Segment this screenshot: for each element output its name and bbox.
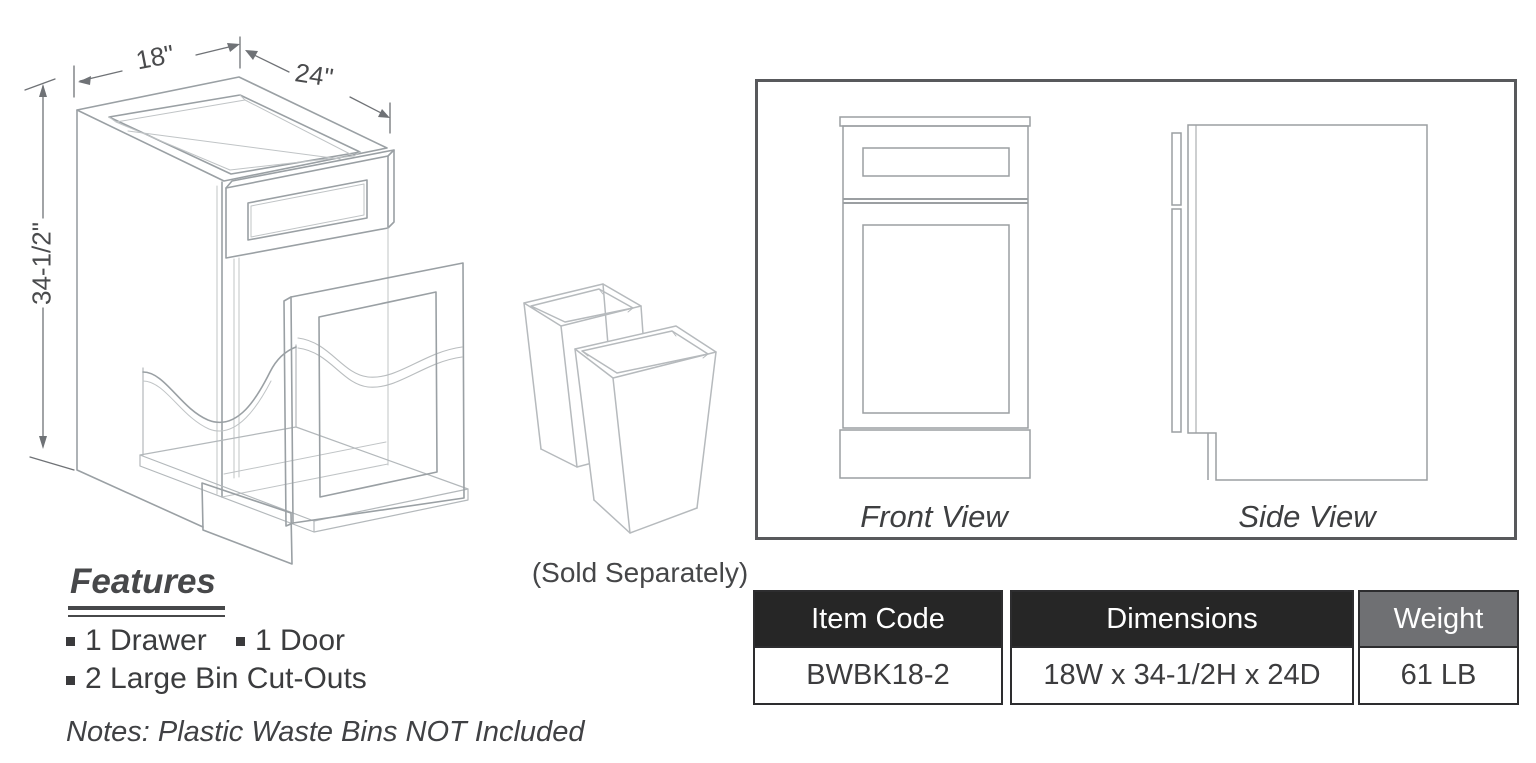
bullet-icon [66,637,75,646]
front-view-label: Front View [860,499,1008,534]
weight-header: Weight [1360,592,1517,646]
spec-box-item-code: Item Code BWBK18-2 [753,590,1003,705]
waste-bins-drawing [523,283,717,534]
bullet-icon [66,676,75,685]
isometric-cabinet-drawing [76,76,469,565]
spec-box-dimensions: Dimensions 18W x 34-1/2H x 24D [1010,590,1354,705]
feature-item-bin-cutouts: 2 Large Bin Cut-Outs [85,662,367,695]
depth-dimension-label: 24" [292,57,336,93]
notes-text: Notes: Plastic Waste Bins NOT Included [66,716,585,748]
front-view-drawing [839,116,1031,479]
features-underline [68,606,225,617]
height-dimension-label: 34-1/2" [26,222,57,305]
weight-value: 61 LB [1360,646,1517,703]
side-view-label: Side View [1238,499,1376,534]
side-view-drawing [1171,124,1428,481]
dimension-lines [24,36,391,471]
dimensions-header: Dimensions [1012,592,1352,646]
bullet-icon [236,637,245,646]
dimensions-value: 18W x 34-1/2H x 24D [1012,646,1352,703]
feature-item-door: 1 Door [255,624,346,657]
feature-item-drawer: 1 Drawer [85,624,207,657]
sold-separately-label: (Sold Separately) [531,557,749,588]
spec-box-weight: Weight 61 LB [1358,590,1519,705]
item-code-header: Item Code [755,592,1001,646]
item-code-value: BWBK18-2 [755,646,1001,703]
features-title: Features [70,562,216,601]
views-panel [755,79,1517,540]
